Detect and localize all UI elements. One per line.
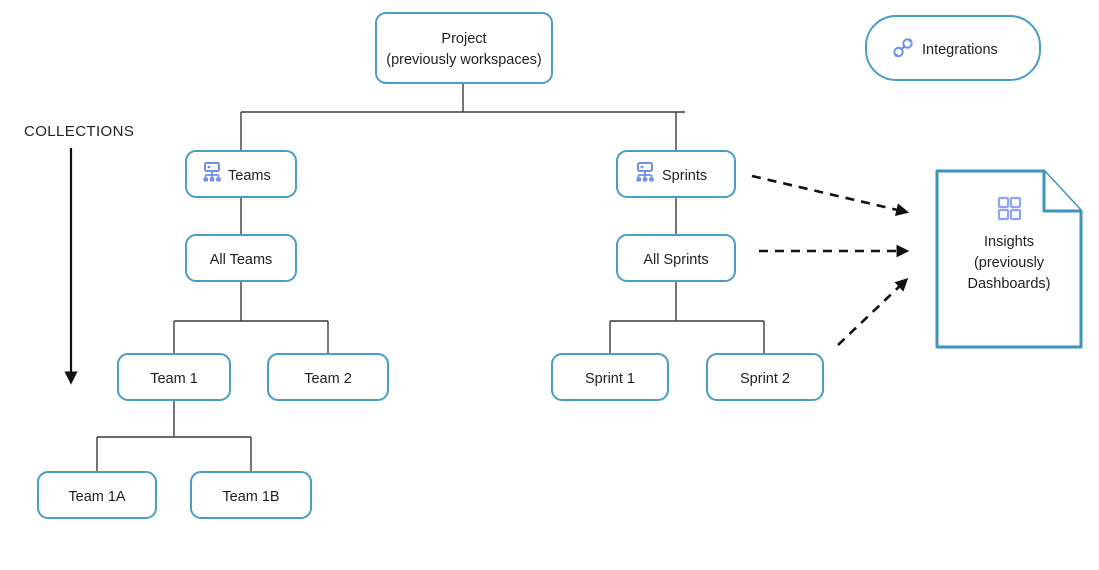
node-insights-line3: Dashboards) [967, 276, 1050, 292]
node-sprints-label: Sprints [662, 168, 707, 184]
node-all-teams-label: All Teams [210, 252, 273, 268]
node-team-1a-label: Team 1A [68, 489, 126, 505]
node-sprint-1[interactable]: Sprint 1 [551, 353, 669, 401]
connector-project-to-children [240, 83, 685, 151]
node-team-1b[interactable]: Team 1B [190, 471, 312, 519]
node-all-teams[interactable]: All Teams [185, 234, 297, 282]
node-integrations[interactable]: Integrations [865, 15, 1041, 81]
node-insights-line2: (previously [974, 255, 1045, 271]
node-insights-line1: Insights [984, 234, 1034, 250]
node-sprint-2[interactable]: Sprint 2 [706, 353, 824, 401]
collections-section-label: COLLECTIONS [24, 123, 134, 140]
node-sprint-2-label: Sprint 2 [740, 371, 790, 387]
node-all-sprints-label: All Sprints [643, 252, 708, 268]
connector-all-teams-to-team-children [173, 281, 329, 354]
node-integrations-label: Integrations [922, 42, 998, 58]
node-team-2[interactable]: Team 2 [267, 353, 389, 401]
connector-team1-to-subteams [96, 400, 252, 472]
node-team-1a[interactable]: Team 1A [37, 471, 157, 519]
node-team-1-label: Team 1 [150, 371, 198, 387]
node-sprints[interactable]: Sprints [616, 150, 736, 198]
node-teams[interactable]: Teams [185, 150, 297, 198]
node-team-1b-label: Team 1B [222, 489, 279, 505]
node-project[interactable]: Project (previously workspaces) [375, 12, 553, 84]
hierarchy-icon [636, 162, 654, 182]
dashboard-grid-icon [997, 196, 1022, 221]
node-team-1[interactable]: Team 1 [117, 353, 231, 401]
node-sprint-1-label: Sprint 1 [585, 371, 635, 387]
dashed-arrow-sprint2-to-insights [837, 277, 909, 346]
link-chain-icon [893, 38, 913, 58]
node-teams-label: Teams [228, 168, 271, 184]
node-all-sprints[interactable]: All Sprints [616, 234, 736, 282]
hierarchy-icon [203, 162, 221, 182]
node-project-line1: Project [441, 31, 486, 47]
node-team-2-label: Team 2 [304, 371, 352, 387]
node-insights[interactable]: Insights (previously Dashboards) [935, 169, 1083, 349]
connector-all-sprints-to-sprint-children [609, 281, 765, 354]
node-project-line2: (previously workspaces) [386, 52, 542, 68]
dashed-arrow-sprints-to-insights [751, 174, 910, 217]
